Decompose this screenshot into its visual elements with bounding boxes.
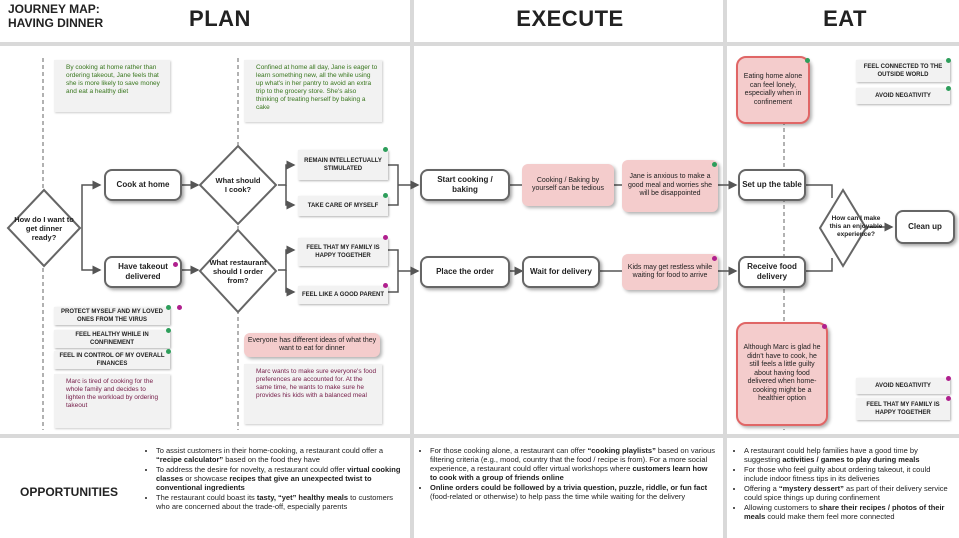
step-wait-delivery[interactable]: Wait for delivery: [522, 256, 600, 288]
pain-jane-anxious: Jane is anxious to make a good meal and …: [622, 160, 718, 212]
purple-persona-dot: [946, 396, 951, 401]
goal-good-parent: FEEL LIKE A GOOD PARENT: [298, 286, 388, 304]
green-persona-dot: [805, 58, 810, 63]
decision-cook-label: What should I cook?: [215, 176, 261, 194]
step-set-table[interactable]: Set up the table: [738, 169, 806, 201]
decision-start-label: How do I want to get dinner ready?: [14, 214, 74, 242]
opportunity-item: Offering a “mystery dessert” as part of …: [744, 484, 954, 502]
purple-persona-dot: [712, 256, 717, 261]
purple-persona-dot: [383, 235, 388, 240]
purple-persona-dot: [383, 283, 388, 288]
green-persona-dot: [383, 147, 388, 152]
goal-avoid-negativity: AVOID NEGATIVITY: [856, 88, 950, 104]
purple-persona-dot: [177, 305, 182, 310]
purple-persona-dot: [173, 262, 178, 267]
note-marc-tired: Marc is tired of cooking for the whole f…: [54, 374, 170, 428]
opportunities-plan: To assist customers in their home-cookin…: [146, 446, 404, 512]
green-persona-dot: [946, 58, 951, 63]
decision-diamond-cook: [198, 144, 278, 226]
goal-take-care: TAKE CARE OF MYSELF: [298, 196, 388, 216]
opportunity-item: To assist customers in their home-cookin…: [156, 446, 404, 464]
decision-restaurant-label: What restaurant should I order from?: [209, 257, 267, 285]
goal-protect: PROTECT MYSELF AND MY LOVED ONES FROM TH…: [54, 307, 170, 325]
opportunities-eat: A restaurant could help families have a …: [734, 446, 954, 522]
goal-finances: FEEL IN CONTROL OF MY OVERALL FINANCES: [54, 351, 170, 369]
step-place-order[interactable]: Place the order: [420, 256, 510, 288]
green-persona-dot: [166, 305, 171, 310]
green-persona-dot: [712, 162, 717, 167]
map-title-line2: HAVING DINNER: [8, 16, 104, 30]
purple-persona-dot: [822, 324, 827, 329]
step-receive-food[interactable]: Receive food delivery: [738, 256, 806, 288]
goal-stimulated: REMAIN INTELLECTUALLY STIMULATED: [298, 150, 388, 180]
decision-diamond-start: [6, 188, 82, 268]
phase-plan: PLAN: [189, 6, 251, 31]
note-jane-savings: By cooking at home rather than ordering …: [54, 60, 170, 112]
opportunity-item: A restaurant could help families have a …: [744, 446, 954, 464]
opportunity-item: The restaurant could boast its tasty, “y…: [156, 493, 404, 511]
goal-avoid-negativity-2: AVOID NEGATIVITY: [856, 378, 950, 394]
opportunities-execute: For those cooking alone, a restaurant ca…: [420, 446, 716, 502]
decision-diamond-restaurant: [198, 228, 278, 314]
step-takeout[interactable]: Have takeout delivered: [104, 256, 182, 288]
pain-lonely: Eating home alone can feel lonely, espec…: [736, 56, 810, 124]
opportunity-item: Online orders could be followed by a tri…: [430, 483, 716, 501]
map-title: JOURNEY MAP: HAVING DINNER: [8, 2, 103, 30]
pain-marc-guilty: Although Marc is glad he didn't have to …: [736, 322, 828, 426]
pain-cooking-tedious: Cooking / Baking by yourself can be tedi…: [522, 164, 614, 206]
decision-diamond-enjoy: [818, 188, 868, 268]
goal-healthy: FEEL HEALTHY WHILE IN CONFINEMENT: [54, 330, 170, 348]
note-jane-learn: Confined at home all day, Jane is eager …: [244, 60, 382, 122]
step-start-cooking[interactable]: Start cooking / baking: [420, 169, 510, 201]
pain-kids-restless: Kids may get restless while waiting for …: [622, 254, 718, 290]
goal-family-happy: FEEL THAT MY FAMILY IS HAPPY TOGETHER: [298, 238, 388, 266]
green-persona-dot: [383, 193, 388, 198]
step-cook-at-home[interactable]: Cook at home: [104, 169, 182, 201]
phase-eat: EAT: [823, 6, 867, 31]
decision-enjoy-label: How can I make this an enjoyable experie…: [829, 215, 883, 238]
goal-family-happy-2: FEEL THAT MY FAMILY IS HAPPY TOGETHER: [856, 398, 950, 420]
map-title-line1: JOURNEY MAP:: [8, 2, 100, 16]
purple-persona-dot: [946, 376, 951, 381]
green-persona-dot: [166, 349, 171, 354]
phase-execute: EXECUTE: [516, 6, 624, 31]
green-persona-dot: [166, 328, 171, 333]
opportunity-item: Allowing customers to share their recipe…: [744, 503, 954, 521]
pain-different-ideas: Everyone has different ideas of what the…: [244, 333, 380, 357]
note-marc-preferences: Marc wants to make sure everyone's food …: [244, 364, 382, 424]
goal-connected: FEEL CONNECTED TO THE OUTSIDE WORLD: [856, 60, 950, 82]
green-persona-dot: [946, 86, 951, 91]
opportunities-label: OPPORTUNITIES: [20, 485, 119, 499]
opportunity-item: For those who feel guilty about ordering…: [744, 465, 954, 483]
step-clean-up[interactable]: Clean up: [895, 210, 955, 244]
opportunity-item: To address the desire for novelty, a res…: [156, 465, 404, 492]
opportunity-item: For those cooking alone, a restaurant ca…: [430, 446, 716, 482]
